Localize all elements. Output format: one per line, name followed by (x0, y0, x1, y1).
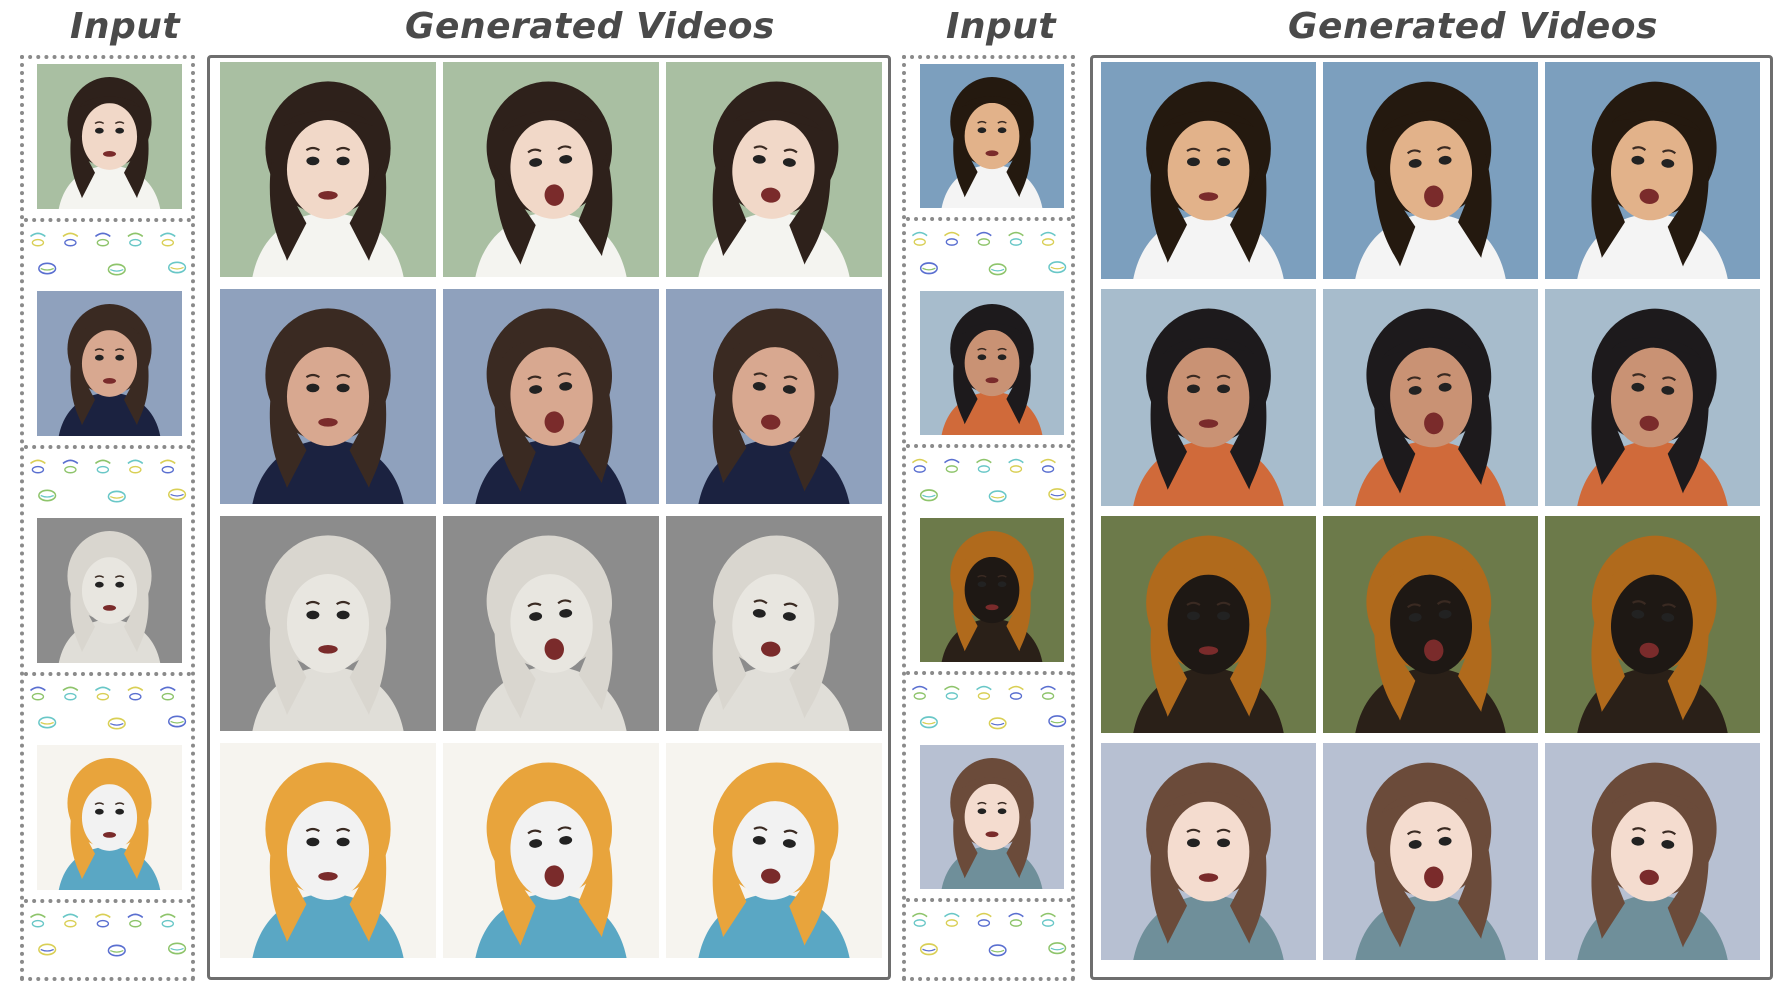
left-generated-panel (207, 55, 891, 980)
generated-frame-headdress-woman-3 (1545, 289, 1760, 506)
generated-frame-monkey-3 (1545, 516, 1760, 733)
right-generated-panel (1090, 55, 1773, 980)
right-input-column (902, 55, 1075, 981)
input-image-anime-girl (37, 64, 182, 209)
generated-frame-monkey-1 (1101, 516, 1316, 733)
keypoint-strip-colorful-hair-woman (24, 899, 191, 965)
keypoint-strip-marble-statue (24, 672, 191, 738)
generated-frame-cartoon-man-2 (1323, 62, 1538, 279)
input-image-cartoon-man (920, 64, 1064, 208)
generated-frame-marble-statue-2 (443, 516, 659, 731)
generated-frame-man-dark-blue-3 (666, 289, 882, 504)
generated-frame-anime-girl-3 (666, 62, 882, 277)
left-input-column (20, 55, 195, 981)
keypoint-strip-headdress-woman (906, 444, 1071, 511)
keypoint-strip-anime-girl (24, 218, 191, 284)
generated-frame-man-dark-blue-2 (443, 289, 659, 504)
generated-frame-headdress-woman-1 (1101, 289, 1316, 506)
keypoint-strip-cartoon-man (906, 217, 1071, 284)
left-generated-heading: Generated Videos (405, 6, 775, 47)
generated-frame-marble-statue-3 (666, 516, 882, 731)
generated-frame-man-dark-blue-1 (220, 289, 436, 504)
input-image-man-dark-blue (37, 291, 182, 436)
left-input-heading: Input (70, 6, 181, 47)
generated-frame-cartoon-man-3 (1545, 62, 1760, 279)
generated-frame-colorful-hair-woman-1 (220, 743, 436, 958)
right-input-heading: Input (946, 6, 1057, 47)
input-image-colorful-hair-woman (37, 745, 182, 890)
generated-frame-cartoon-man-1 (1101, 62, 1316, 279)
keypoint-strip-cartoon-woman (906, 898, 1071, 965)
input-image-cartoon-woman (920, 745, 1064, 889)
input-image-headdress-woman (920, 291, 1064, 435)
generated-frame-cartoon-woman-3 (1545, 743, 1760, 960)
generated-frame-headdress-woman-2 (1323, 289, 1538, 506)
input-image-marble-statue (37, 518, 182, 663)
generated-frame-cartoon-woman-2 (1323, 743, 1538, 960)
keypoint-strip-man-dark-blue (24, 445, 191, 511)
generated-frame-marble-statue-1 (220, 516, 436, 731)
generated-frame-colorful-hair-woman-3 (666, 743, 882, 958)
right-generated-heading: Generated Videos (1288, 6, 1658, 47)
keypoint-strip-monkey (906, 671, 1071, 738)
generated-frame-monkey-2 (1323, 516, 1538, 733)
generated-frame-cartoon-woman-1 (1101, 743, 1316, 960)
generated-frame-anime-girl-1 (220, 62, 436, 277)
generated-frame-anime-girl-2 (443, 62, 659, 277)
input-image-monkey (920, 518, 1064, 662)
generated-frame-colorful-hair-woman-2 (443, 743, 659, 958)
